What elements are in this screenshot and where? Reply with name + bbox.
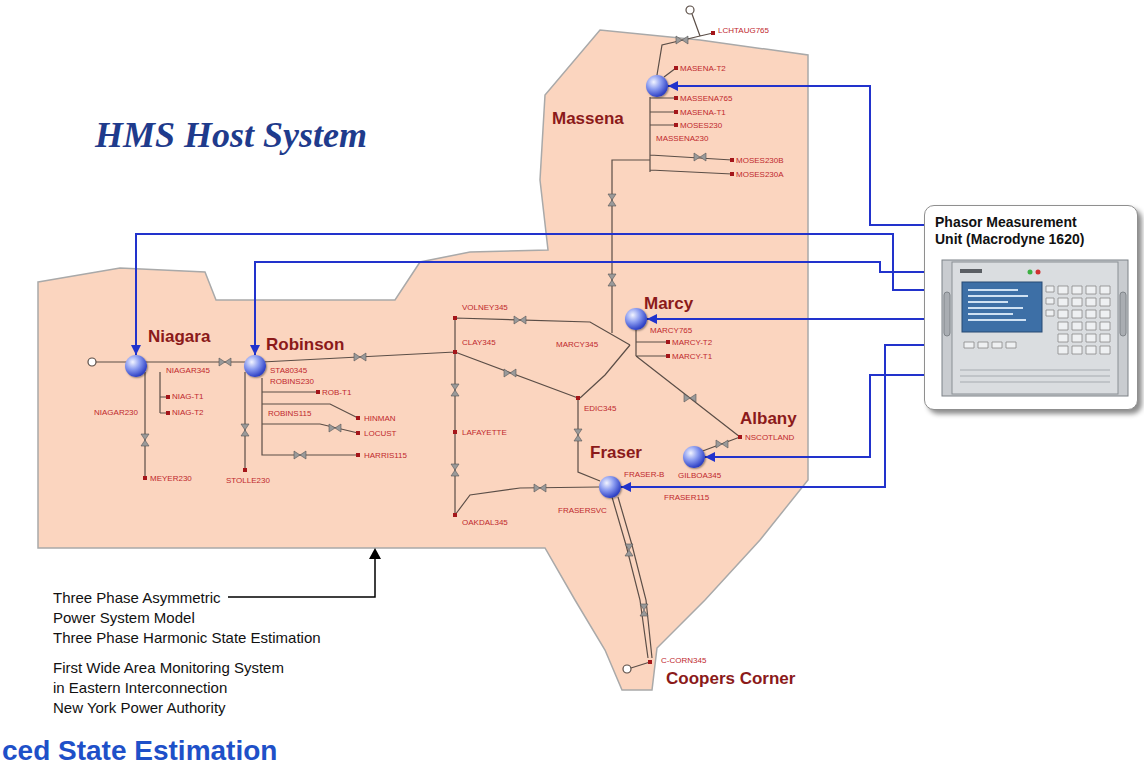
measurement-link xyxy=(621,345,924,487)
site-name: Coopers Corner xyxy=(666,670,795,688)
site-name: Niagara xyxy=(148,328,210,346)
bus-label: MOSES230 xyxy=(680,121,722,130)
bus-label: OAKDAL345 xyxy=(462,518,508,527)
bus-label: FRASER115 xyxy=(664,493,709,502)
generator-symbol xyxy=(623,665,631,673)
note-text: Three Phase Asymmetric xyxy=(53,589,221,607)
measurement-link xyxy=(705,375,924,457)
bus-label: VOLNEY345 xyxy=(462,303,508,312)
note-leader-line xyxy=(228,558,375,597)
measurement-link xyxy=(668,86,924,225)
bus-label: LAFAYETTE xyxy=(462,428,507,437)
generator-symbol xyxy=(686,6,694,14)
bus-label: LOCUST xyxy=(364,429,396,438)
bus-label: HINMAN xyxy=(364,414,396,423)
bus-label: STA80345 xyxy=(270,366,307,375)
screen-lines xyxy=(968,290,1028,320)
generator-symbol xyxy=(88,358,96,366)
site-name: Robinson xyxy=(266,336,344,354)
handle xyxy=(1120,292,1126,336)
bus-label: HARRIS115 xyxy=(364,451,407,460)
bus-label: MASENA-T2 xyxy=(680,64,726,73)
site-sphere: Fraser xyxy=(599,476,621,498)
measurement-link xyxy=(647,318,924,320)
rack-ears xyxy=(942,260,1128,396)
bus-label: ROBINS230 xyxy=(270,377,314,386)
transmission-lines xyxy=(96,14,740,668)
note-text: Three Phase Harmonic State Estimation xyxy=(53,629,321,647)
bus-label: MARCY-T2 xyxy=(672,338,712,347)
bus-label: MARCY345 xyxy=(556,340,598,349)
note-text: New York Power Authority xyxy=(53,699,226,717)
measurement-link xyxy=(255,262,924,355)
site-sphere: Massena xyxy=(646,75,668,97)
front-panel xyxy=(952,262,1118,394)
measurement-link xyxy=(136,234,924,355)
bus-label: NSCOTLAND xyxy=(745,433,794,442)
status-led xyxy=(1036,270,1041,275)
site-sphere: Robinson xyxy=(244,355,266,377)
pmu-device-illustration xyxy=(940,252,1130,402)
site-sphere: Marcy xyxy=(625,308,647,330)
bus-label: MARCY765 xyxy=(650,326,692,335)
bus-label: CLAY345 xyxy=(462,338,496,347)
bus-label: MOSES230B xyxy=(736,156,784,165)
bus-label: MEYER230 xyxy=(150,474,192,483)
note-text: in Eastern Interconnection xyxy=(53,679,227,697)
bus-label: MASENA-T1 xyxy=(680,108,726,117)
bus-label: C-CORN345 xyxy=(661,656,706,665)
device-label: Phasor Measurement Unit (Macrodyne 1620) xyxy=(935,214,1095,248)
note-arrowhead xyxy=(369,548,381,559)
logo-strip xyxy=(960,269,982,273)
diagram-title: HMS Host System xyxy=(95,115,367,155)
note-text: First Wide Area Monitoring System xyxy=(53,659,284,677)
bus-label: STOLLE230 xyxy=(226,476,270,485)
note-text: Power System Model xyxy=(53,609,195,627)
bus-label: MASSENA230 xyxy=(656,134,708,143)
handle xyxy=(944,292,950,336)
bus-label: NIAGAR345 xyxy=(166,366,210,375)
site-name: Fraser xyxy=(590,444,642,462)
bus-label: NIAGAR230 xyxy=(94,408,138,417)
bus-label: MOSES230A xyxy=(736,170,784,179)
display-screen xyxy=(962,282,1042,332)
site-name: Massena xyxy=(552,110,624,128)
bus-label: FRASER-B xyxy=(624,470,664,479)
site-sphere: Albany xyxy=(683,446,705,468)
bus-label: EDIC345 xyxy=(584,404,616,413)
bus-label: ROBINS115 xyxy=(268,409,311,418)
site-sphere: Niagara xyxy=(125,355,147,377)
bus-label: NIAG-T1 xyxy=(172,392,204,401)
section-heading: ced State Estimation xyxy=(2,736,277,766)
site-name: Albany xyxy=(740,410,797,428)
vent-lines xyxy=(960,370,1110,382)
status-led xyxy=(1028,270,1033,275)
keypad xyxy=(1046,286,1110,354)
bus-label: LCHTAUG765 xyxy=(718,26,769,35)
bus-label: ROB-T1 xyxy=(322,388,351,397)
function-buttons xyxy=(964,342,1016,348)
bus-label: FRASERSVC xyxy=(558,506,607,515)
bus-label: MASSENA765 xyxy=(680,94,732,103)
state-region xyxy=(38,30,808,690)
site-name: Marcy xyxy=(644,295,693,313)
bus-label: NIAG-T2 xyxy=(172,408,204,417)
bus-label: MARCY-T1 xyxy=(672,352,712,361)
bus-label: GILBOA345 xyxy=(678,471,721,480)
